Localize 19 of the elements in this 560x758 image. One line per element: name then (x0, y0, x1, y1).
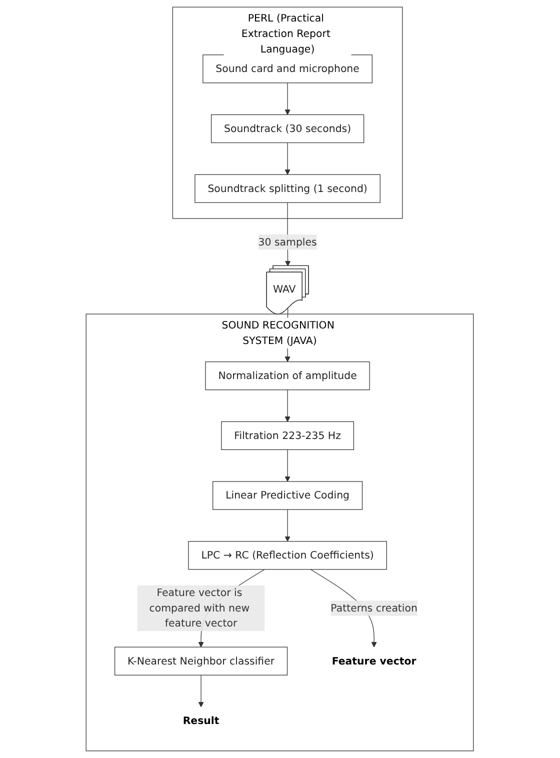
arrow (285, 82, 291, 115)
node-text: Result (183, 714, 220, 727)
edge-label: Feature vector is compared with new feature vector (150, 586, 250, 630)
node-box: Soundtrack splitting (1 second) (194, 174, 381, 203)
node-box: Normalization of amplitude (205, 361, 370, 390)
node-box: LPC → RC (Reflection Coefficients) (188, 541, 388, 570)
node-box: K-Nearest Neighbor classifier (114, 646, 288, 676)
edge-label: 30 samples (258, 236, 318, 248)
edge-label: Patterns creation (330, 602, 418, 614)
arrow (285, 142, 291, 175)
node-text: Feature vector (332, 654, 417, 667)
arrow (285, 509, 291, 542)
arrow (198, 674, 204, 708)
node-box: Linear Predictive Coding (212, 481, 363, 510)
arrow (285, 390, 291, 422)
node-box: Filtration 223-235 Hz (221, 421, 354, 450)
node-box: Soundtrack (30 seconds) (211, 114, 364, 144)
node-box: Sound card and microphone (202, 54, 373, 84)
arrow (285, 449, 291, 482)
